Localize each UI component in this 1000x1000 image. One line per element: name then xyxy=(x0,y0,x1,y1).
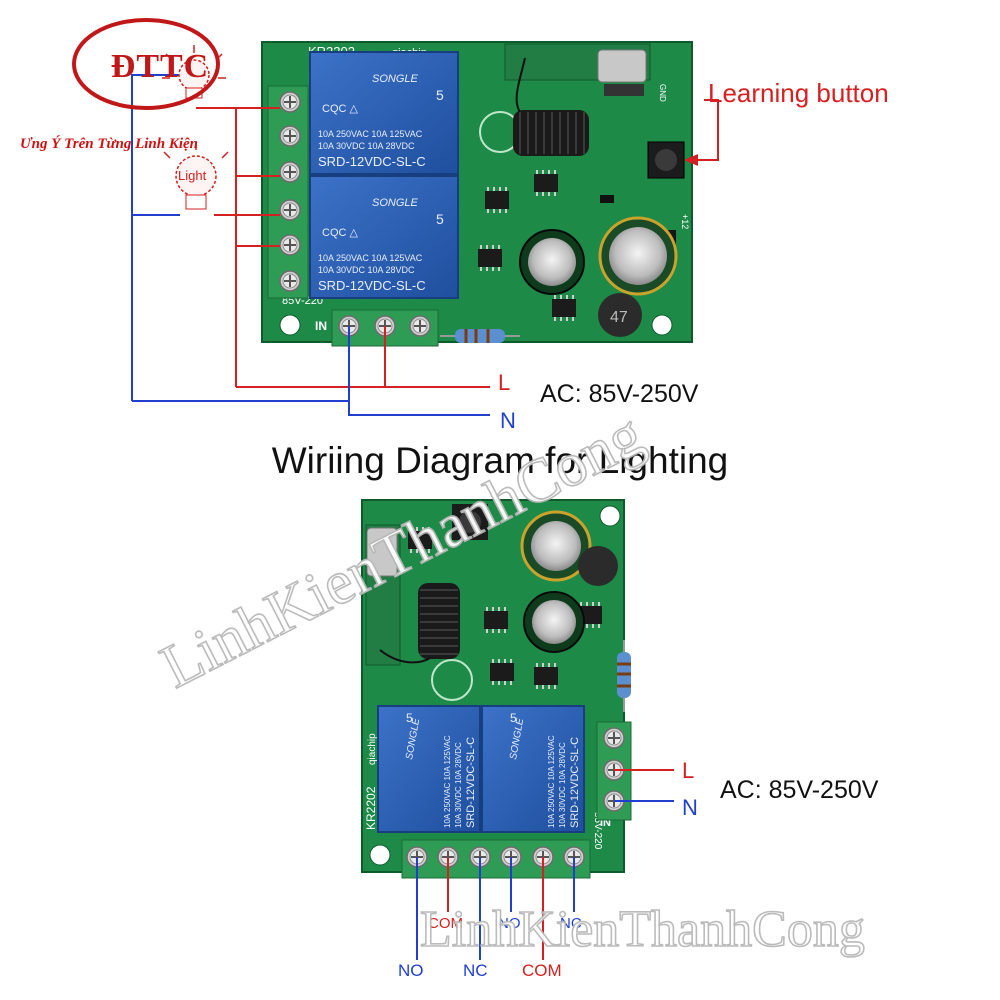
learning-button-cap xyxy=(655,149,677,171)
svg-text:10A 30VDC 10A 28VDC: 10A 30VDC 10A 28VDC xyxy=(558,742,567,828)
bottom-module: KR2202 qiachip 85V-220 IN xyxy=(361,499,632,879)
bottom-live-label: L xyxy=(682,758,694,783)
bottom-maker-label: qiachip xyxy=(367,733,378,765)
svg-text:CQC △: CQC △ xyxy=(322,227,359,239)
capacitor xyxy=(520,510,592,582)
svg-text:SONGLE: SONGLE xyxy=(372,73,419,85)
logo-text: ĐTTC xyxy=(110,48,210,85)
terminal-label-no-1: NO xyxy=(398,961,424,980)
top-wiring xyxy=(131,74,490,416)
bottom-input-label: IN xyxy=(600,817,611,829)
mounting-hole xyxy=(431,659,473,701)
top-module: KR2202 qiachip 85V-220 IN +12 GND xyxy=(261,41,693,347)
terminal-screw[interactable] xyxy=(279,91,301,113)
neutral-wire-top xyxy=(348,326,490,416)
svg-text:SRD-12VDC-SL-C: SRD-12VDC-SL-C xyxy=(318,154,426,169)
terminal-screw[interactable] xyxy=(279,270,301,292)
bottom-relay-2: SONGLE 5 10A 250VAC 10A 125VAC 10A 30VDC… xyxy=(481,705,585,833)
terminal-label-no-2: NO xyxy=(498,915,521,932)
antenna-coil xyxy=(513,57,589,156)
top-relay-1: SONGLE 5 CQC △ 10A 250VAC 10A 125VAC 10A… xyxy=(309,51,459,175)
svg-text:10A 30VDC 10A 28VDC: 10A 30VDC 10A 28VDC xyxy=(318,265,415,275)
capacitor xyxy=(519,229,585,295)
bottom-wiring xyxy=(416,769,674,960)
svg-text:10A 250VAC 10A 125VAC: 10A 250VAC 10A 125VAC xyxy=(443,735,452,828)
terminal-screw[interactable] xyxy=(279,234,301,256)
bottom-relay-1: SONGLE 5 10A 250VAC 10A 125VAC 10A 30VDC… xyxy=(377,705,481,833)
svg-text:47: 47 xyxy=(610,309,628,326)
watermark-horizontal: LinhKienThanhCong xyxy=(419,900,865,959)
svg-text:CQC △: CQC △ xyxy=(322,103,359,115)
resistor xyxy=(440,329,520,343)
header-pins xyxy=(604,84,644,96)
svg-text:10A 250VAC 10A 125VAC: 10A 250VAC 10A 125VAC xyxy=(318,129,423,139)
mounting-hole xyxy=(369,844,391,866)
learning-button-cap xyxy=(459,511,481,533)
mounting-hole xyxy=(599,505,621,527)
terminal-label-nc-1: NC xyxy=(463,961,488,980)
top-neutral-label: N xyxy=(500,408,516,433)
top-cap-mark: +12 xyxy=(680,214,690,229)
capacitor xyxy=(598,216,678,296)
svg-text:5: 5 xyxy=(436,87,444,103)
mounting-hole xyxy=(651,314,673,336)
learning-button-arrow xyxy=(698,99,719,161)
svg-text:5: 5 xyxy=(510,711,517,725)
svg-text:10A 30VDC 10A 28VDC: 10A 30VDC 10A 28VDC xyxy=(318,141,415,151)
antenna-coil xyxy=(379,583,460,664)
bulb-icon: Light xyxy=(163,142,229,210)
svg-text:5: 5 xyxy=(406,711,413,725)
top-input-label: IN xyxy=(315,319,327,333)
logo-ring xyxy=(72,18,220,110)
top-relay-2: SONGLE 5 CQC △ 10A 250VAC 10A 125VAC 10A… xyxy=(309,175,459,299)
pin-label-gnd: GND xyxy=(658,84,667,102)
svg-text:5: 5 xyxy=(436,211,444,227)
terminal-label-com-1: COM xyxy=(428,915,463,932)
terminal-label-com-2: COM xyxy=(522,961,562,980)
svg-text:SRD-12VDC-SL-C: SRD-12VDC-SL-C xyxy=(569,737,581,828)
resistor xyxy=(617,640,631,712)
terminal-screw[interactable] xyxy=(279,199,301,221)
crystal xyxy=(597,49,647,83)
svg-text:SRD-12VDC-SL-C: SRD-12VDC-SL-C xyxy=(465,737,477,828)
terminal-label-nc-2: NC xyxy=(560,915,582,932)
capacitor xyxy=(523,591,585,653)
top-live-label: L xyxy=(498,370,510,395)
svg-text:10A 250VAC 10A 125VAC: 10A 250VAC 10A 125VAC xyxy=(547,735,556,828)
smd-diode xyxy=(600,195,614,203)
bottom-model-label: KR2202 xyxy=(364,786,378,830)
svg-text:SRD-12VDC-SL-C: SRD-12VDC-SL-C xyxy=(318,278,426,293)
ac-voltage-label-bottom: AC: 85V-250V xyxy=(720,776,879,804)
crystal xyxy=(366,527,398,577)
ac-voltage-label-top: AC: 85V-250V xyxy=(540,380,699,408)
top-output-terminal-block xyxy=(267,85,309,299)
terminal-screw[interactable] xyxy=(409,315,431,337)
logo-tagline: Ưng Ý Trên Từng Linh Kiện xyxy=(20,136,199,152)
svg-text:10A 30VDC 10A 28VDC: 10A 30VDC 10A 28VDC xyxy=(454,742,463,828)
svg-text:10A 250VAC 10A 125VAC: 10A 250VAC 10A 125VAC xyxy=(318,253,423,263)
svg-text:SONGLE: SONGLE xyxy=(372,197,419,209)
bottom-neutral-label: N xyxy=(682,795,698,820)
bottom-output-terminal-block xyxy=(401,839,591,879)
terminal-screw[interactable] xyxy=(279,161,301,183)
inductor xyxy=(578,546,618,586)
light-label: Light xyxy=(178,168,207,183)
terminal-screw[interactable] xyxy=(279,125,301,147)
diagram-title: Wiriing Diagram for Lighting xyxy=(271,440,729,481)
inductor: 47 xyxy=(598,293,642,337)
terminal-screw[interactable] xyxy=(603,727,625,749)
bottom-voltage-label: 85V-220 xyxy=(592,812,603,850)
arrow-head xyxy=(684,154,698,166)
learning-button-label: Learning button xyxy=(708,78,889,108)
mounting-hole xyxy=(279,314,301,336)
